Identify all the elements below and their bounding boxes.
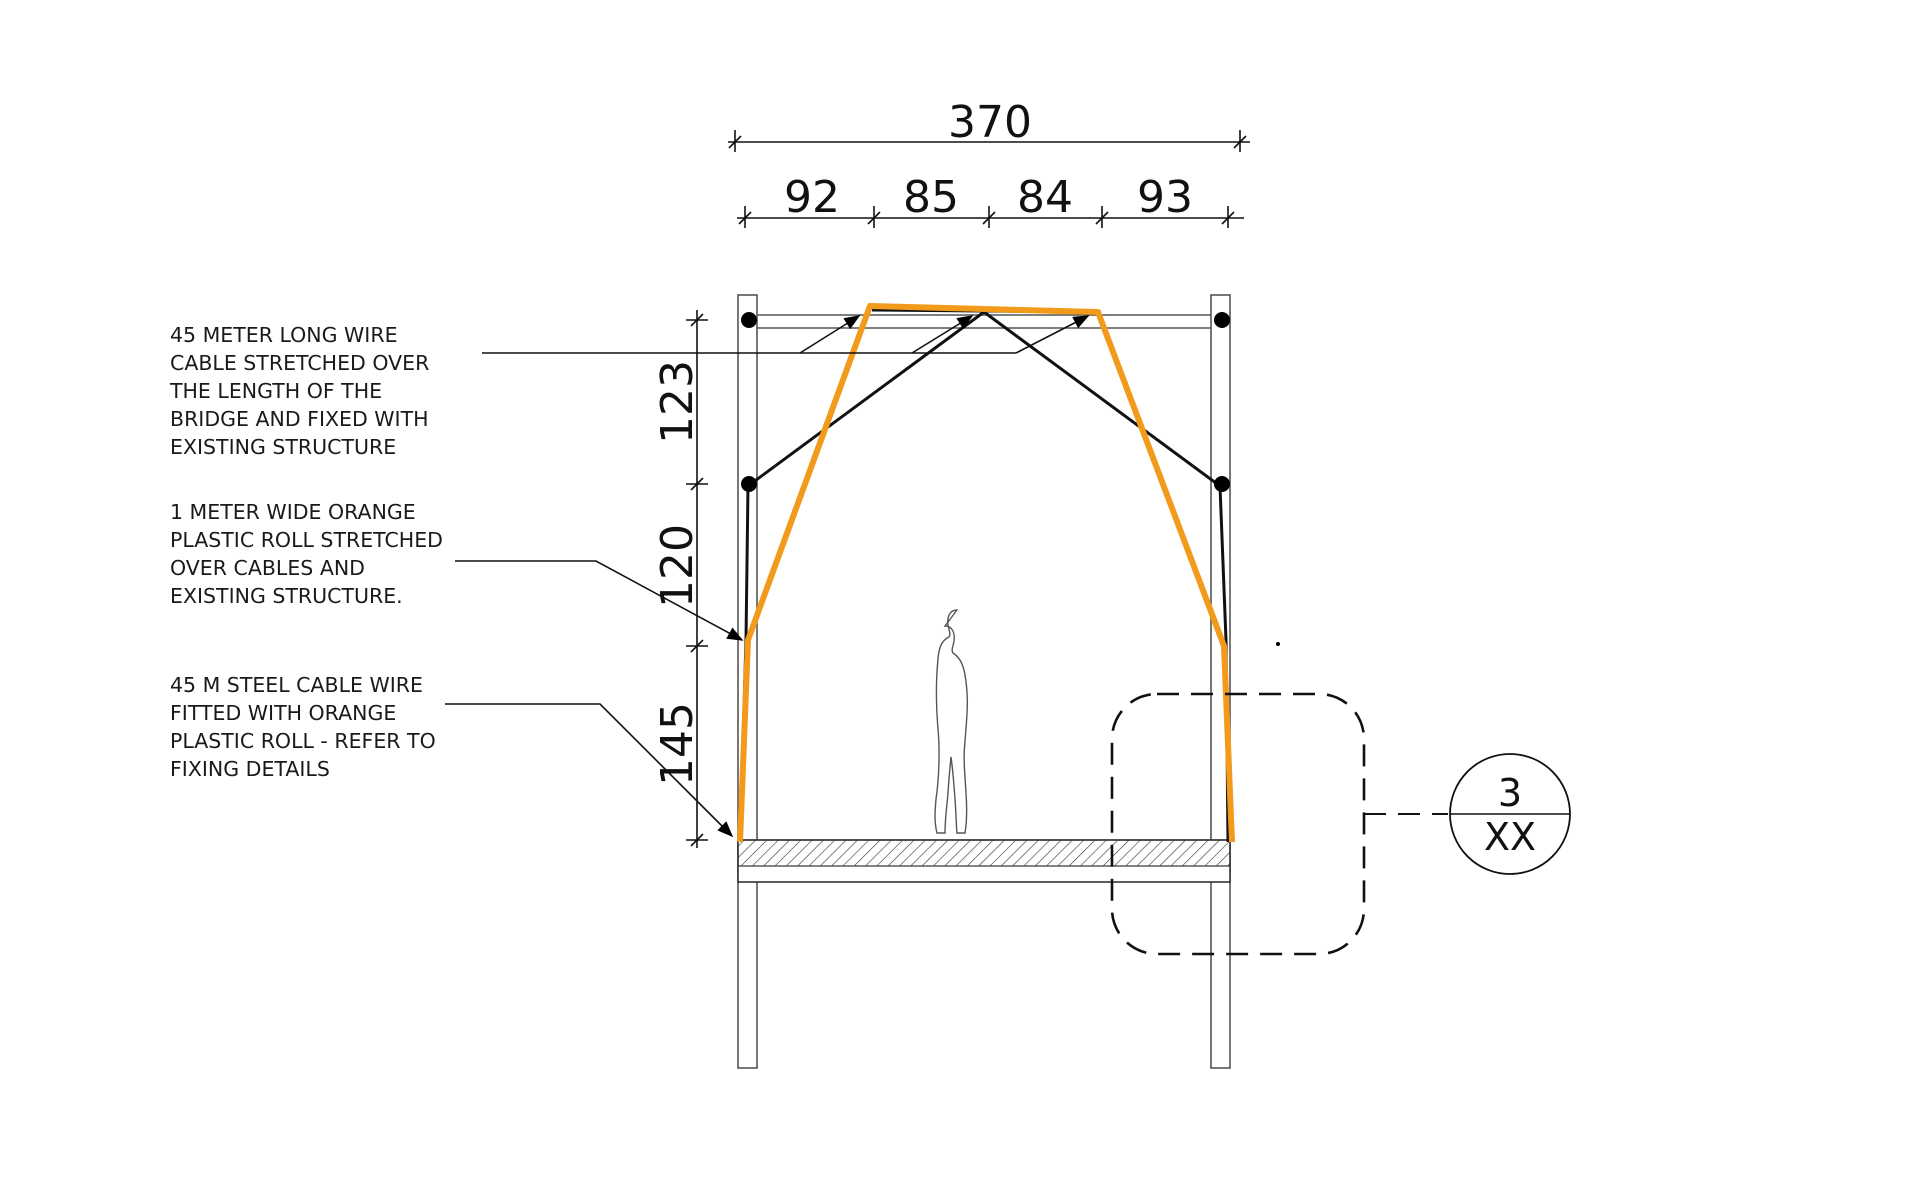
height-dimensions: 123 120 145	[652, 310, 708, 848]
svg-text:PLASTIC ROLL - REFER TO: PLASTIC ROLL - REFER TO	[170, 729, 436, 753]
detail-sheet: XX	[1484, 815, 1536, 859]
bay-width-2: 85	[903, 172, 959, 223]
detail-number: 3	[1498, 771, 1522, 815]
right-post	[1210, 294, 1231, 1069]
anchor-node	[1214, 312, 1230, 328]
right-cable	[983, 310, 1230, 843]
height-label-3: 145	[652, 702, 703, 786]
steel-cables	[738, 308, 1230, 843]
svg-text:EXISTING STRUCTURE.: EXISTING STRUCTURE.	[170, 584, 403, 608]
overall-dimension: 370	[728, 97, 1250, 152]
annotation-plastic-roll: 1 METER WIDE ORANGE PLASTIC ROLL STRETCH…	[170, 500, 744, 641]
svg-text:OVER CABLES AND: OVER CABLES AND	[170, 556, 365, 580]
height-label-2: 120	[652, 524, 703, 608]
overall-width-label: 370	[948, 97, 1032, 148]
height-label-1: 123	[652, 360, 703, 444]
anchor-node	[741, 476, 757, 492]
bay-width-3: 84	[1017, 172, 1073, 223]
bay-width-4: 93	[1137, 172, 1193, 223]
stray-point	[1276, 642, 1280, 646]
annotation-steel-cable: 45 M STEEL CABLE WIRE FITTED WITH ORANGE…	[170, 673, 734, 838]
svg-text:FITTED WITH ORANGE: FITTED WITH ORANGE	[170, 701, 396, 725]
left-post	[737, 294, 758, 1069]
anchor-node	[741, 312, 757, 328]
svg-text:CABLE STRETCHED OVER: CABLE STRETCHED OVER	[170, 351, 429, 375]
svg-text:45 M STEEL CABLE WIRE: 45 M STEEL CABLE WIRE	[170, 673, 423, 697]
svg-text:45 METER LONG WIRE: 45 METER LONG WIRE	[170, 323, 398, 347]
svg-text:PLASTIC ROLL STRETCHED: PLASTIC ROLL STRETCHED	[170, 528, 443, 552]
bay-width-1: 92	[784, 172, 840, 223]
human-figure-icon	[934, 609, 969, 834]
svg-text:BRIDGE AND FIXED WITH: BRIDGE AND FIXED WITH	[170, 407, 429, 431]
orange-plastic-roll	[737, 303, 1235, 843]
detail-callout-boundary	[1110, 692, 1366, 956]
deck-hatch	[737, 839, 1231, 867]
annotation-wire-cable: 45 METER LONG WIRE CABLE STRETCHED OVER …	[169, 315, 1090, 459]
detail-tag[interactable]: 3 XX	[1449, 753, 1571, 875]
svg-text:1 METER WIDE ORANGE: 1 METER WIDE ORANGE	[170, 500, 416, 524]
existing-structure	[737, 294, 1231, 1069]
svg-text:THE LENGTH OF THE: THE LENGTH OF THE	[169, 379, 382, 403]
svg-text:EXISTING STRUCTURE: EXISTING STRUCTURE	[170, 435, 396, 459]
cable-anchors	[741, 312, 1280, 646]
anchor-node	[1214, 476, 1230, 492]
bay-dimensions: 92 85 84 93	[737, 172, 1244, 228]
svg-text:FIXING DETAILS: FIXING DETAILS	[170, 757, 330, 781]
